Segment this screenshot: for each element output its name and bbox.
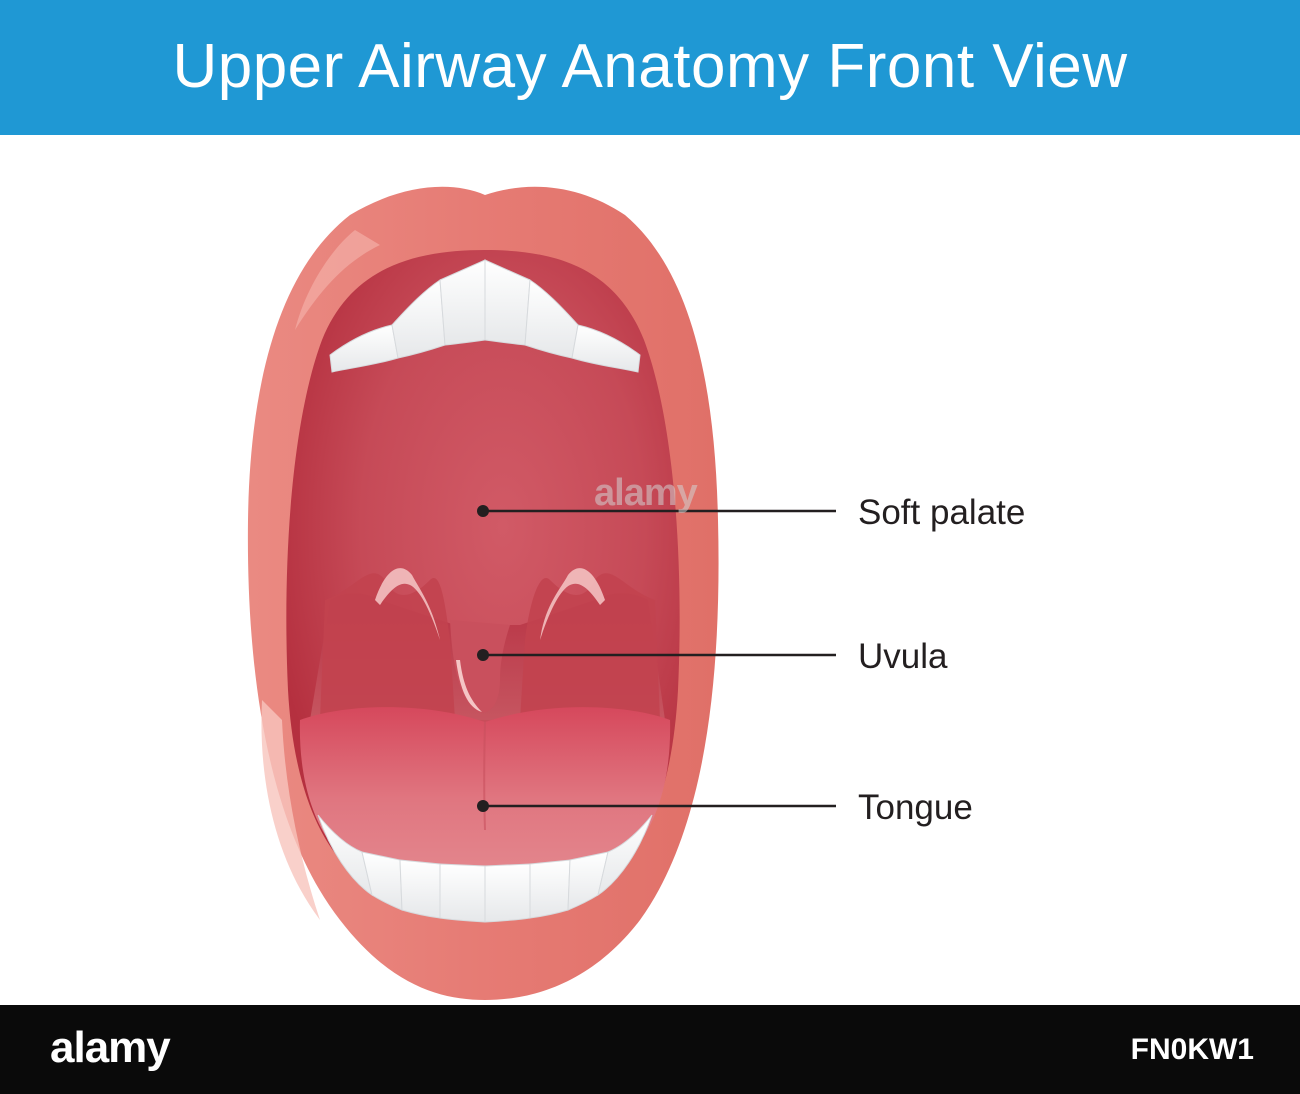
left-palatine-arch [320,573,455,720]
footer-bar: alamy FN0KW1 [0,1005,1300,1094]
lip-highlight [261,700,320,920]
lower-teeth [317,814,653,923]
label-soft-palate: Soft palate [858,493,1026,532]
mouth-diagram [247,186,836,1000]
footer-image-id: FN0KW1 [1130,1033,1254,1066]
tongue-center-line [483,721,486,831]
footer-logo: alamy [50,1023,171,1072]
label-uvula: Uvula [858,637,948,676]
right-arch-highlight [540,568,605,640]
upper-teeth [329,259,641,373]
watermark: alamy [594,472,698,514]
title-banner: Upper Airway Anatomy Front View [0,0,1300,135]
uvula-dot [477,649,489,661]
right-palatine-arch [520,573,660,720]
label-tongue: Tongue [858,788,973,827]
left-arch-highlight [375,568,440,640]
uvula-highlight [456,660,482,712]
tongue-dot [477,800,489,812]
upper-lip-highlight [295,230,380,330]
soft-palate-dot [477,505,489,517]
diagram-title: Upper Airway Anatomy Front View [172,32,1128,101]
